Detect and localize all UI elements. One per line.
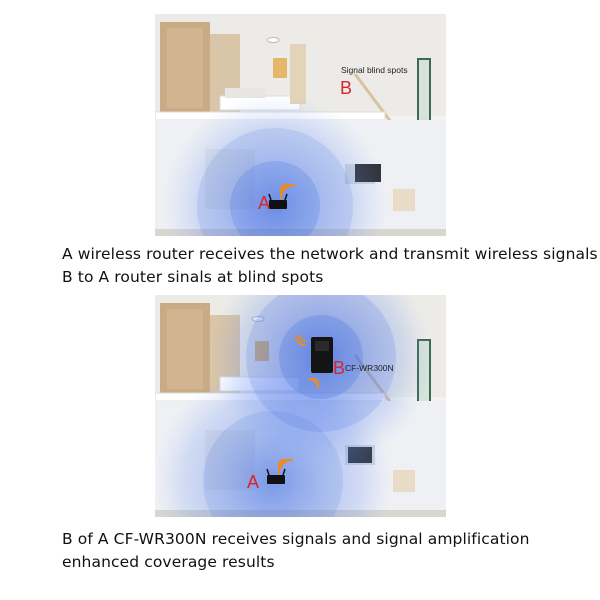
blind-spot-label: Signal blind spots: [341, 65, 408, 75]
router-a-device: [266, 468, 286, 484]
wifi-icon: [295, 335, 306, 346]
marker-b-label: B: [340, 78, 353, 98]
extender-b-device: [311, 337, 333, 373]
house-illustration-router-only: A B Signal blind spots: [155, 14, 446, 236]
caption-top-line2: B to A router sinals at blind spots: [62, 268, 324, 286]
house-cross-section-drawing: [155, 14, 446, 236]
caption-top-line1: A wireless router receives the network a…: [62, 245, 598, 263]
marker-a-label: A: [247, 472, 260, 492]
wifi-icon: [308, 378, 319, 389]
marker-a-label: A: [258, 193, 271, 213]
wifi-icon: [280, 184, 295, 199]
router-a-device: [268, 193, 288, 209]
house-cross-section-drawing: [155, 295, 446, 517]
device-model-label: CF-WR300N: [345, 363, 394, 373]
marker-b-label: B: [333, 358, 346, 378]
house-illustration-with-extender: A B CF-WR300N: [155, 295, 446, 517]
wifi-icon: [278, 459, 293, 474]
caption-bottom-line2: enhanced coverage results: [62, 553, 275, 571]
caption-bottom-line1: B of A CF-WR300N receives signals and si…: [62, 530, 530, 548]
